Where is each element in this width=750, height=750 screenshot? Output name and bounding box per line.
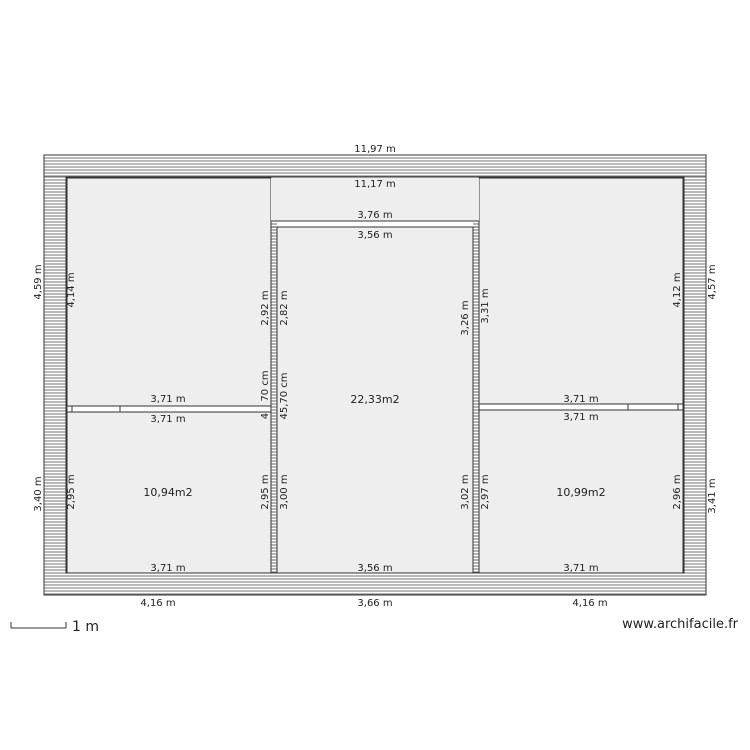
dim-right-outer-bottom: 3,41 m	[707, 478, 718, 513]
dim-right-bottom: 3,71 m	[563, 563, 598, 574]
dim-center-left-outer-upper: 2,92 m	[260, 290, 271, 325]
dim-right-inner-bottom: 2,96 m	[672, 474, 683, 509]
area-bottom-left: 10,94m2	[143, 486, 192, 499]
dim-left-mid-top: 3,71 m	[150, 394, 185, 405]
dim-right-inner-top: 4,12 m	[672, 272, 683, 307]
dim-outer-bottom-center: 3,66 m	[357, 598, 392, 609]
dim-left-inner-top: 4,14 m	[66, 272, 77, 307]
dim-center-outer-top: 3,76 m	[357, 210, 392, 221]
dim-right-mid-bottom: 3,71 m	[563, 412, 598, 423]
dim-center-right-inner-upper: 3,26 m	[460, 300, 471, 335]
dim-right-mid-top: 3,71 m	[563, 394, 598, 405]
dim-center-right-lower-a: 3,02 m	[460, 474, 471, 509]
center-left-wall	[270, 220, 278, 574]
dim-left-outer-bottom: 3,40 m	[33, 476, 44, 511]
area-bottom-right: 10,99m2	[556, 486, 605, 499]
right-mid-wall	[478, 403, 684, 411]
dim-outer-bottom-left: 4,16 m	[140, 598, 175, 609]
credit-link[interactable]: www.archifacile.fr	[622, 617, 738, 632]
dim-center-left-inner-upper: 2,82 m	[279, 290, 290, 325]
dim-inner-top: 11,17 m	[354, 179, 396, 190]
scale-label: 1 m	[72, 619, 99, 635]
room-top-left[interactable]	[66, 177, 272, 407]
wall-hatching	[44, 157, 706, 595]
dim-wall-small-b: 70 cm	[260, 370, 271, 401]
dim-left-mid-bottom: 3,71 m	[150, 414, 185, 425]
room-top-right[interactable]	[478, 177, 684, 405]
dim-outer-bottom-right: 4,16 m	[572, 598, 607, 609]
center-top-wall	[270, 220, 480, 228]
dim-wall-small-a: 4	[260, 413, 271, 419]
center-right-wall	[472, 220, 480, 574]
dim-center-left-lower: 3,00 m	[279, 474, 290, 509]
dim-outer-top: 11,97 m	[354, 144, 396, 155]
dim-left-inner-bottom: 2,95 m	[66, 474, 77, 509]
center-wall-hatching	[271, 223, 479, 573]
room-bottom-right[interactable]	[478, 409, 684, 574]
dim-center-right-lower-b: 2,97 m	[480, 474, 491, 509]
room-center[interactable]	[276, 226, 474, 574]
dim-left-outer-top: 4,59 m	[33, 264, 44, 299]
dim-wall-small-c: 45,70 cm	[279, 372, 290, 419]
area-center: 22,33m2	[350, 393, 399, 406]
dim-center-right-outer-upper: 3,31 m	[480, 288, 491, 323]
room-top-band	[271, 178, 479, 221]
left-mid-wall	[66, 405, 272, 413]
dim-left-bottom: 3,71 m	[150, 563, 185, 574]
dim-right-outer-top: 4,57 m	[707, 264, 718, 299]
dim-center-inner-top: 3,56 m	[357, 230, 392, 241]
dim-center-bottom: 3,56 m	[357, 563, 392, 574]
scale-bar: 1 m	[10, 619, 99, 635]
dim-left-room-right: 2,95 m	[260, 474, 271, 509]
